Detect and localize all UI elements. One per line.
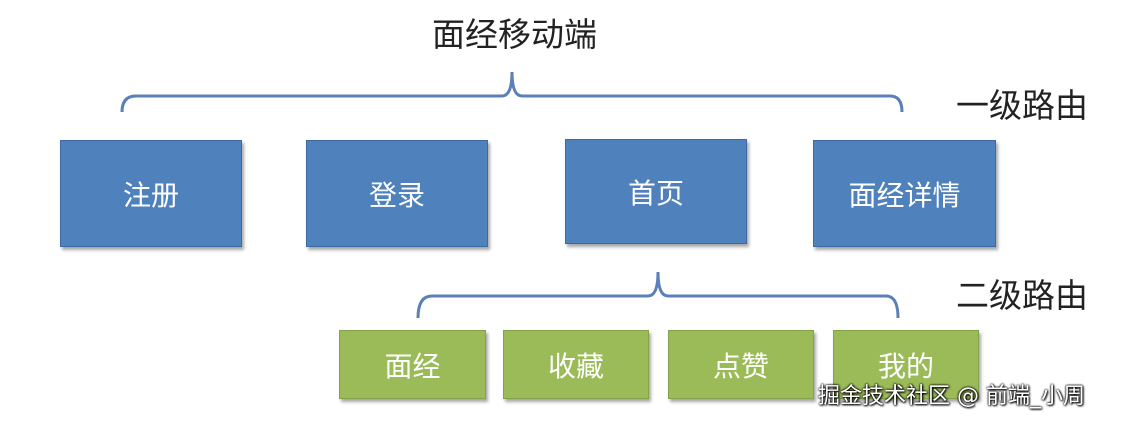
watermark: 掘金技术社区 @ 前端_小周 (818, 384, 1085, 409)
route-box-register: 注册 (60, 140, 242, 247)
route-box-mine: 我的 (833, 330, 979, 399)
first-level-brace (120, 71, 904, 113)
route-box-collect: 收藏 (503, 330, 649, 399)
route-box-interview: 面经 (339, 330, 486, 399)
diagram-title: 面经移动端 (432, 15, 597, 54)
route-box-home: 首页 (565, 139, 747, 244)
route-box-like: 点赞 (668, 330, 814, 399)
first-level-label: 一级路由 (956, 86, 1088, 125)
route-box-login: 登录 (306, 140, 488, 247)
second-level-label: 二级路由 (956, 276, 1088, 315)
route-box-detail: 面经详情 (813, 140, 996, 247)
second-level-brace (416, 271, 900, 319)
